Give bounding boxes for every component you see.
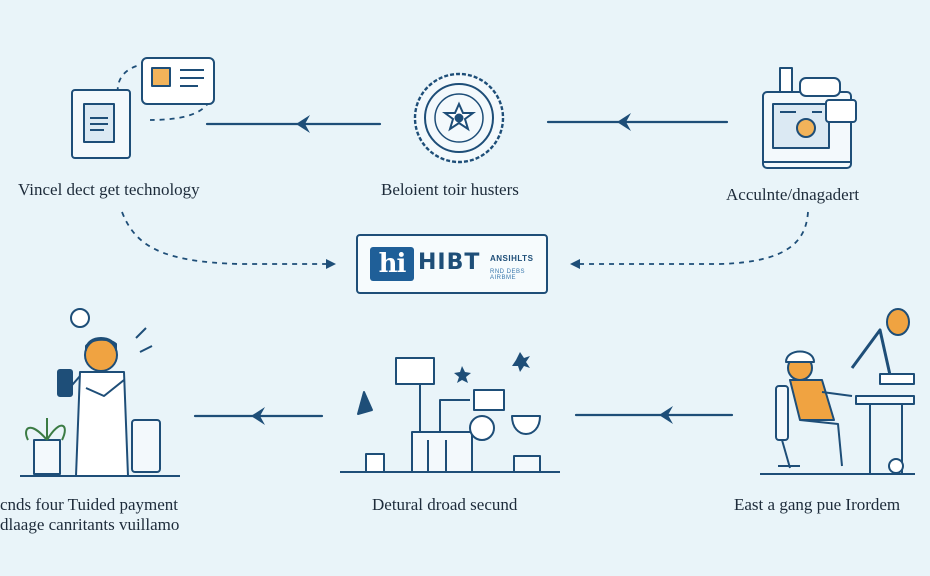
gear-badge-icon xyxy=(413,72,505,164)
node-label-bottom-center: Detural droad secund xyxy=(372,495,518,514)
workshop-tools-illustration xyxy=(340,352,560,473)
node-label-top-center: Beloient toir husters xyxy=(381,180,519,199)
node-label-bottom-left-line2: dlaage canritants vuillamo xyxy=(0,515,180,534)
node-label-bottom-left-line1: cnds four Tuided payment xyxy=(0,495,179,514)
engineer-robotic-arm-illustration xyxy=(760,308,915,475)
dashed-arrowhead xyxy=(326,259,336,269)
person-phone-illustration xyxy=(20,308,180,477)
connector-marker xyxy=(659,406,673,424)
document-card-icon xyxy=(71,57,215,159)
connector-marker xyxy=(251,407,265,425)
connector-marker xyxy=(617,113,631,131)
dashed-connector-card xyxy=(149,81,214,121)
dashed-connector-right xyxy=(576,211,809,265)
connector-marker xyxy=(296,115,310,133)
hub-logo-tagline: ANSIHLTS xyxy=(490,254,534,263)
hub-logo-mark: hi xyxy=(370,247,414,281)
hub-logo-subtagline: RND DEBS AIRBME xyxy=(490,269,526,281)
hub-logo-box: hi HIBT ANSIHLTS RND DEBS AIRBME xyxy=(356,234,548,294)
node-label-top-right: Acculnte/dnagadert xyxy=(726,185,860,204)
dashed-connector-left xyxy=(121,211,330,265)
node-label-top-left: Vincel dect get technology xyxy=(18,180,200,199)
dashed-arrowhead xyxy=(570,259,580,269)
node-label-bottom-right: East a gang pue Irordem xyxy=(734,495,901,514)
machine-console-icon xyxy=(762,67,857,169)
hub-logo-word: HIBT xyxy=(418,250,481,275)
